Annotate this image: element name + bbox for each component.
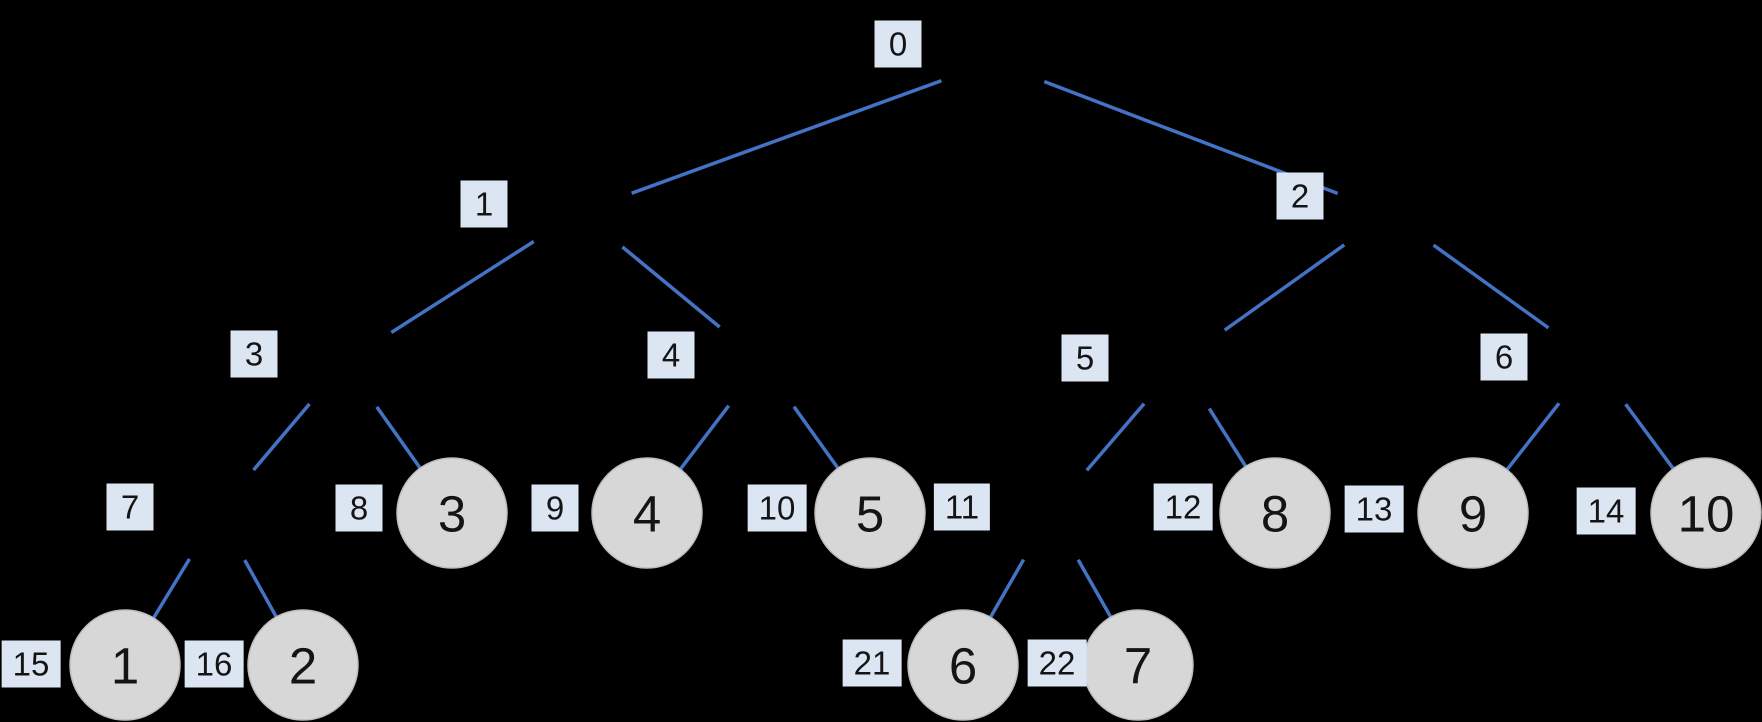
internal-node-n7 (163, 457, 273, 567)
leaf-node-10 (1650, 457, 1762, 569)
edge-label-box-16: 16 (184, 640, 244, 688)
leaf-node-label: 8 (1261, 485, 1289, 542)
leaf-node-2 (247, 609, 359, 721)
edge-label-box-12: 12 (1153, 483, 1213, 531)
tree-edge-n0-n2 (992, 60, 1390, 215)
leaf-node-label: 7 (1124, 637, 1152, 694)
edge-label-box-3: 3 (230, 330, 278, 378)
leaf-node-8 (1219, 457, 1331, 569)
edge-label-box-15: 15 (1, 640, 61, 688)
internal-node-n5 (1125, 307, 1235, 417)
edge-label-box-21: 21 (842, 639, 902, 687)
edge-label-box-13: 13 (1344, 485, 1404, 533)
leaf-node-4 (591, 457, 703, 569)
internal-node-n11 (996, 457, 1106, 567)
leaf-node-label: 1 (111, 637, 139, 694)
internal-node-n3 (290, 307, 400, 417)
leaf-node-label: 9 (1459, 485, 1487, 542)
internal-node-n6 (1538, 305, 1648, 415)
edge-label-box-0: 0 (874, 20, 922, 68)
edge-label-box-5: 5 (1061, 334, 1109, 382)
leaf-node-3 (396, 457, 508, 569)
edge-label-box-22: 22 (1027, 639, 1087, 687)
leaf-node-9 (1417, 457, 1529, 569)
leaf-node-label: 3 (438, 485, 466, 542)
leaf-node-label: 4 (633, 485, 661, 542)
edge-label-box-9: 9 (531, 484, 579, 532)
leaf-node-6 (907, 609, 1019, 721)
edge-label-box-11: 11 (933, 483, 991, 531)
edge-label-box-10: 10 (747, 484, 807, 532)
edge-label-box-8: 8 (335, 484, 383, 532)
edge-label-box-1: 1 (460, 180, 508, 228)
leaf-node-5 (814, 457, 926, 569)
edge-label-box-2: 2 (1276, 172, 1324, 220)
internal-node-n0 (938, 7, 1048, 117)
internal-node-n4 (707, 307, 817, 417)
internal-node-n2 (1334, 158, 1444, 268)
leaf-node-1 (69, 609, 181, 721)
edge-label-box-6: 6 (1480, 333, 1528, 381)
edge-label-box-14: 14 (1576, 487, 1636, 535)
leaf-node-label: 6 (949, 637, 977, 694)
leaf-node-label: 10 (1678, 485, 1735, 542)
internal-node-n1 (525, 157, 635, 267)
edge-label-box-7: 7 (106, 483, 154, 531)
edge-label-box-4: 4 (647, 331, 695, 379)
leaf-node-label: 2 (289, 637, 317, 694)
leaf-node-label: 5 (856, 485, 884, 542)
tree-edge-n0-n1 (579, 60, 994, 214)
